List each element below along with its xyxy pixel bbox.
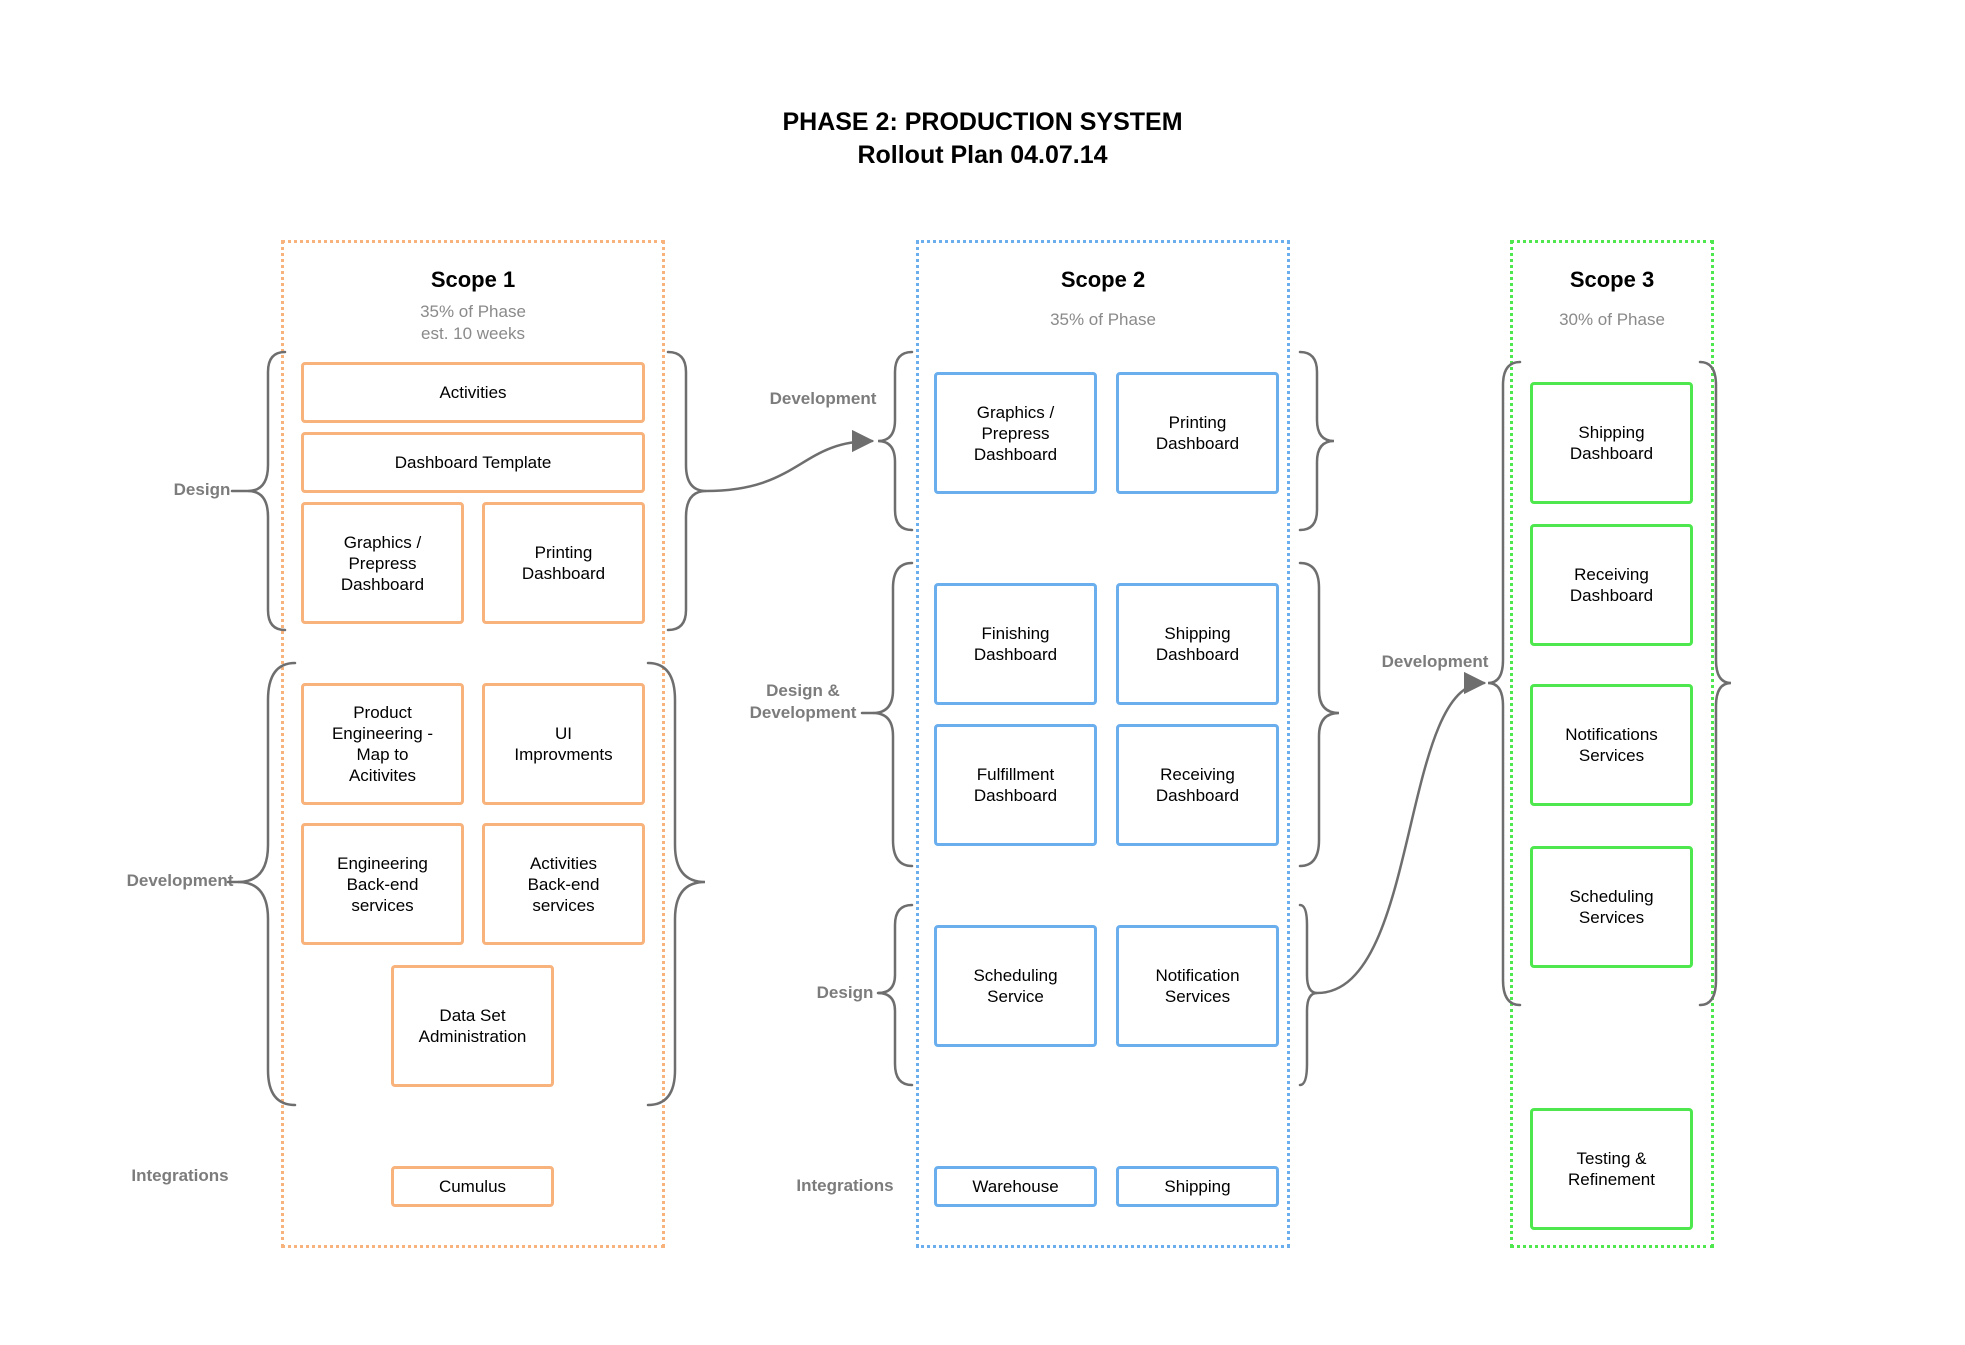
engineering-backend-services-box[interactable]: Engineering Back-end services — [301, 823, 464, 945]
printing-dashboard-box-2[interactable]: Printing Dashboard — [1116, 372, 1279, 494]
dashboard-template-box[interactable]: Dashboard Template — [301, 432, 645, 493]
notifications-services-box[interactable]: Notifications Services — [1530, 684, 1693, 806]
scope-2-design-dev-right-brace — [1298, 561, 1340, 868]
scope-2-design-right-brace — [1298, 903, 1318, 1087]
scope-3-development-label: Development — [1381, 652, 1489, 671]
activities-box[interactable]: Activities — [301, 362, 645, 423]
graphics-prepress-dashboard-box-2[interactable]: Graphics / Prepress Dashboard — [934, 372, 1097, 494]
scope-1-title: Scope 1 — [430, 267, 516, 292]
finishing-dashboard-box[interactable]: Finishing Dashboard — [934, 583, 1097, 705]
shipping-dashboard-box[interactable]: Shipping Dashboard — [1116, 583, 1279, 705]
diagram-title: PHASE 2: PRODUCTION SYSTEM — [782, 108, 1183, 136]
scope-3-percent: 30% of Phase — [1559, 310, 1665, 329]
activities-backend-services-box[interactable]: Activities Back-end services — [482, 823, 645, 945]
scope-1-estimate: est. 10 weeks — [421, 324, 525, 343]
testing-refinement-box[interactable]: Testing & Refinement — [1530, 1108, 1693, 1230]
scheduling-services-box[interactable]: Scheduling Services — [1530, 846, 1693, 968]
notification-services-box[interactable]: Notification Services — [1116, 925, 1279, 1047]
scope-1-to-scope-2-arrow — [704, 429, 875, 493]
printing-dashboard-box[interactable]: Printing Dashboard — [482, 502, 645, 624]
cumulus-box[interactable]: Cumulus — [391, 1166, 554, 1207]
scope-2-percent: 35% of Phase — [1050, 310, 1156, 329]
scope-3-title: Scope 3 — [1569, 267, 1655, 292]
scope-2-title: Scope 2 — [1060, 267, 1146, 292]
scope-2-design-label: Design — [816, 983, 874, 1002]
scope-2-container: Scope 2 35% of Phase — [916, 240, 1290, 1248]
receiving-dashboard-box-3[interactable]: Receiving Dashboard — [1530, 524, 1693, 646]
scheduling-service-box[interactable]: Scheduling Service — [934, 925, 1097, 1047]
scope-1-integrations-label: Integrations — [131, 1166, 229, 1185]
graphics-prepress-dashboard-box[interactable]: Graphics / Prepress Dashboard — [301, 502, 464, 624]
warehouse-box[interactable]: Warehouse — [934, 1166, 1097, 1207]
scope-1-percent: 35% of Phase — [420, 302, 526, 321]
scope-2-design-development-label: Design & Development — [749, 681, 857, 722]
diagram-subtitle: Rollout Plan 04.07.14 — [857, 141, 1108, 169]
product-engineering-box[interactable]: Product Engineering - Map to Acitivites — [301, 683, 464, 805]
scope-2-development-label: Development — [769, 389, 877, 408]
scope-1-design-label: Design — [173, 480, 231, 499]
data-set-administration-box[interactable]: Data Set Administration — [391, 965, 554, 1087]
scope-1-design-right-brace — [666, 350, 707, 632]
ui-improvements-box[interactable]: UI Improvments — [482, 683, 645, 805]
scope-2-integrations-label: Integrations — [796, 1176, 894, 1195]
scope-1-development-label: Development — [126, 871, 234, 890]
scope-1-design-left-brace — [247, 350, 287, 632]
scope-2-design-dev-left-brace — [872, 561, 914, 868]
scope-2-development-right-brace — [1298, 350, 1335, 532]
fulfillment-dashboard-box[interactable]: Fulfillment Dashboard — [934, 724, 1097, 846]
scope-2-to-scope-3-arrow — [1315, 671, 1487, 995]
receiving-dashboard-box[interactable]: Receiving Dashboard — [1116, 724, 1279, 846]
shipping-integration-box[interactable]: Shipping — [1116, 1166, 1279, 1207]
shipping-dashboard-box-3[interactable]: Shipping Dashboard — [1530, 382, 1693, 504]
scope-2-development-left-brace — [877, 350, 914, 532]
